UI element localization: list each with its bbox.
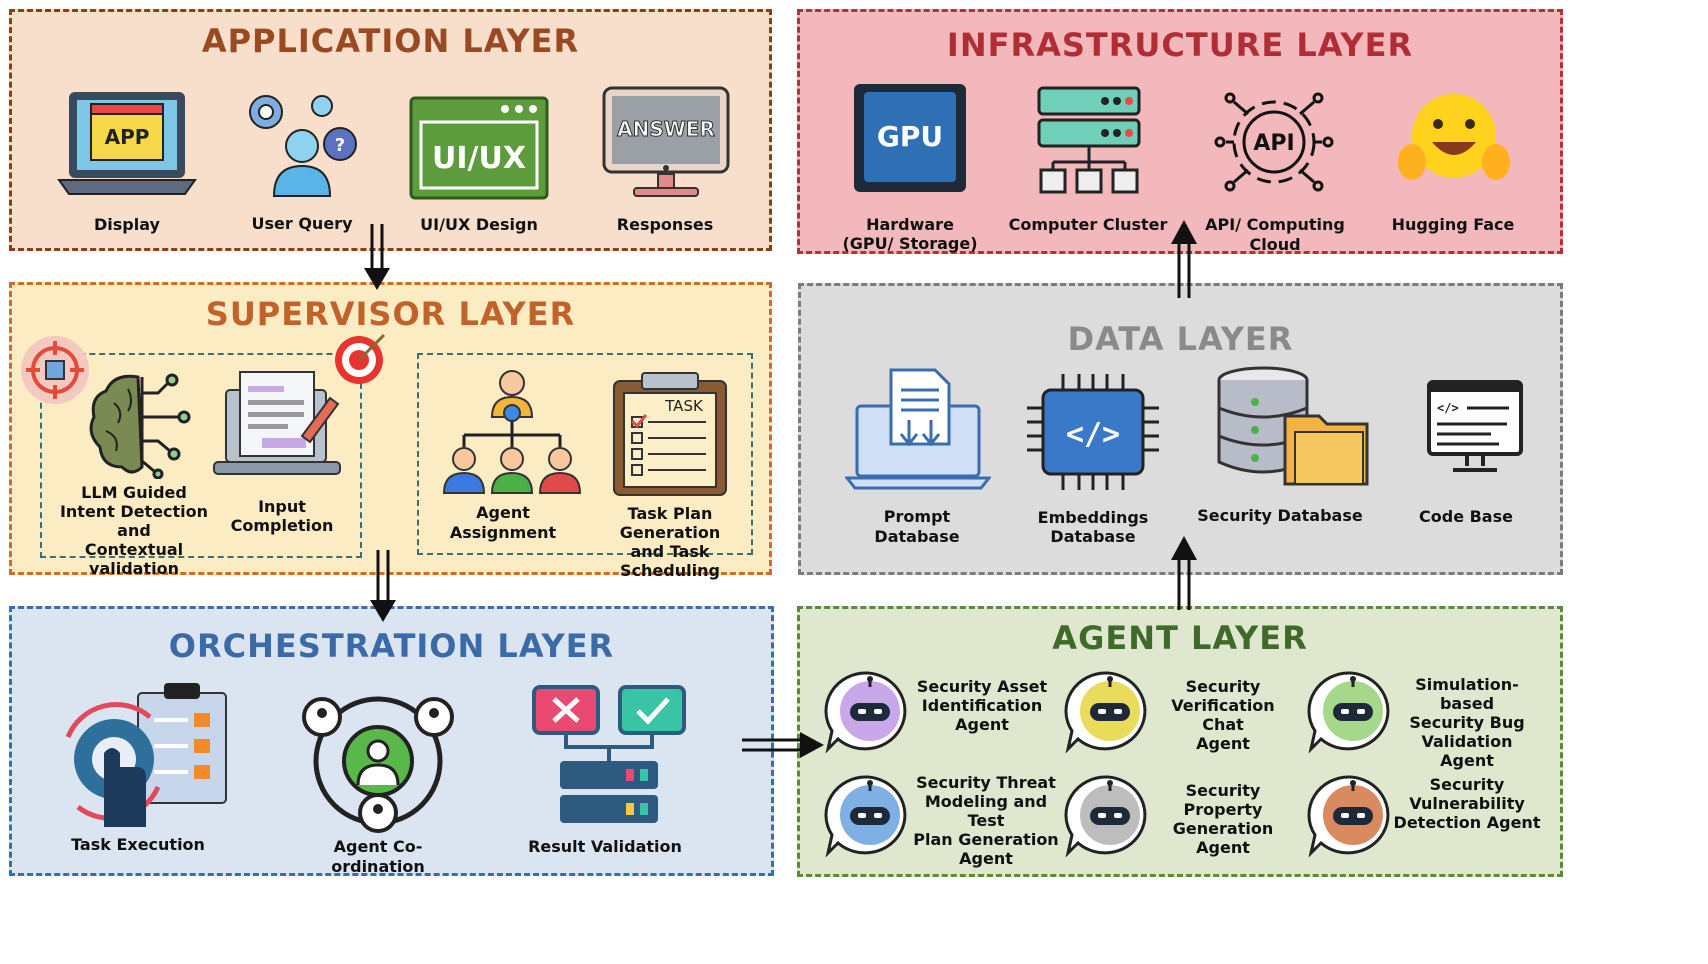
- application-layer-panel: APPLICATION LAYER APP Display ? User Que…: [9, 9, 772, 251]
- robot-chat-icon: [1064, 775, 1147, 857]
- orchestration-layer-title: ORCHESTRATION LAYER: [168, 627, 615, 665]
- orchestration-item-result-validation: Result Validation: [528, 837, 682, 856]
- target-crosshair-icon: [21, 336, 89, 404]
- data-item-embeddings-database: Embeddings Database: [1037, 508, 1149, 546]
- embeddings-chip-icon: </>: [1027, 374, 1159, 490]
- result-validation-icon: [532, 685, 686, 823]
- infrastructure-item-api-cloud: API/ Computing Cloud: [1205, 215, 1345, 254]
- prompt-database-icon: [845, 368, 991, 490]
- brain-circuit-icon: [89, 373, 191, 479]
- bullseye-target-icon: [335, 333, 386, 384]
- application-item-uiux-design: UI/UX Design: [420, 215, 538, 234]
- infrastructure-item-hugging-face: Hugging Face: [1391, 215, 1515, 234]
- application-layer-title: APPLICATION LAYER: [201, 22, 580, 60]
- application-item-user-query: User Query: [251, 214, 353, 233]
- infrastructure-layer-title: INFRASTRUCTURE LAYER: [946, 26, 1414, 64]
- gpu-chip-icon: GPU: [854, 84, 966, 192]
- data-item-prompt-database: Prompt Database: [874, 507, 960, 546]
- answer-monitor-icon: ANSWER: [602, 86, 730, 197]
- task-clipboard-icon: TASK: [613, 372, 727, 496]
- svg-text:</>: </>: [1066, 417, 1120, 452]
- agent-hierarchy-icon: [442, 370, 582, 494]
- arrow-data-to-infrastructure: [1171, 220, 1197, 298]
- orchestration-layer-panel: ORCHESTRATION LAYER Task Execution Agent…: [9, 606, 774, 876]
- data-layer-title: DATA LAYER: [1067, 320, 1294, 358]
- supervisor-item-llm-intent: LLM Guided Intent Detection and Contextu…: [59, 483, 209, 578]
- answer-icon-text: ANSWER: [617, 117, 715, 141]
- supervisor-planning-group: [417, 353, 753, 555]
- laptop-app-icon: APP: [57, 92, 197, 195]
- agent-item-label: Security Threat Modeling and Test Plan G…: [913, 773, 1059, 868]
- task-icon-text: TASK: [664, 397, 704, 415]
- supervisor-intent-group: [40, 353, 362, 558]
- agent-item-label: Simulation-based Security Bug Validation…: [1409, 675, 1525, 770]
- robot-chat-icon: [1064, 671, 1147, 753]
- supervisor-item-task-plan: Task Plan Generation and Task Scheduling: [619, 504, 721, 580]
- supervisor-item-input-completion: Input Completion: [230, 497, 334, 535]
- robot-chat-icon: [1307, 775, 1390, 857]
- infrastructure-layer-panel: INFRASTRUCTURE LAYER GPU Hardware (GPU/ …: [797, 9, 1563, 254]
- supervisor-layer-panel: SUPERVISOR LAYER LLM Guided Intent Detec…: [9, 282, 772, 580]
- security-database-icon: [1217, 366, 1369, 486]
- data-item-security-database: Security Database: [1197, 506, 1363, 525]
- application-item-display: Display: [94, 215, 160, 234]
- application-item-responses: Responses: [616, 215, 714, 234]
- robot-chat-icon: [1307, 671, 1390, 753]
- agent-layer-title: AGENT LAYER: [1052, 619, 1308, 657]
- supervisor-item-agent-assignment: Agent Assignment: [449, 503, 557, 542]
- robot-chat-icon: [824, 775, 907, 857]
- server-cluster-icon: [1037, 86, 1141, 194]
- gpu-icon-text: GPU: [877, 120, 943, 153]
- arrow-supervisor-to-orchestration: [370, 550, 396, 622]
- api-icon-text: API: [1253, 131, 1294, 156]
- orchestration-item-task-execution: Task Execution: [71, 835, 205, 854]
- svg-text:</>: </>: [1437, 401, 1459, 415]
- agent-layer-panel: AGENT LAYER Security Asset Identificatio…: [797, 606, 1563, 877]
- user-query-icon: ?: [249, 95, 357, 197]
- orchestration-item-agent-coordination: Agent Co-ordination: [331, 837, 425, 876]
- app-icon-text: APP: [105, 125, 150, 149]
- supervisor-layer-title: SUPERVISOR LAYER: [205, 295, 576, 333]
- document-edit-icon: [213, 371, 341, 475]
- svg-text:?: ?: [335, 135, 345, 156]
- infrastructure-item-hardware: Hardware (GPU/ Storage): [842, 215, 978, 253]
- api-gear-icon: API: [1214, 92, 1334, 192]
- agent-item-label: Security Property Generation Agent: [1172, 781, 1274, 857]
- code-monitor-icon: </>: [1427, 380, 1523, 472]
- robot-chat-icon: [824, 671, 907, 753]
- task-execution-gear-icon: [65, 683, 227, 827]
- arrow-agent-to-data: [1171, 536, 1197, 610]
- uiux-icon-text: UI/UX: [432, 141, 526, 176]
- uiux-design-icon: UI/UX: [409, 96, 549, 200]
- agent-item-label: Security Verification Chat Agent: [1171, 677, 1275, 753]
- arrow-application-to-supervisor: [364, 224, 390, 290]
- data-item-code-base: Code Base: [1419, 507, 1513, 526]
- arrow-orchestration-to-agent: [742, 732, 824, 758]
- agent-coordination-icon: [302, 696, 454, 833]
- agent-item-label: Security Vulnerability Detection Agent: [1393, 775, 1541, 832]
- hugging-face-icon: [1398, 94, 1510, 180]
- agent-item-label: Security Asset Identification Agent: [916, 677, 1048, 734]
- infrastructure-item-cluster: Computer Cluster: [1008, 215, 1168, 234]
